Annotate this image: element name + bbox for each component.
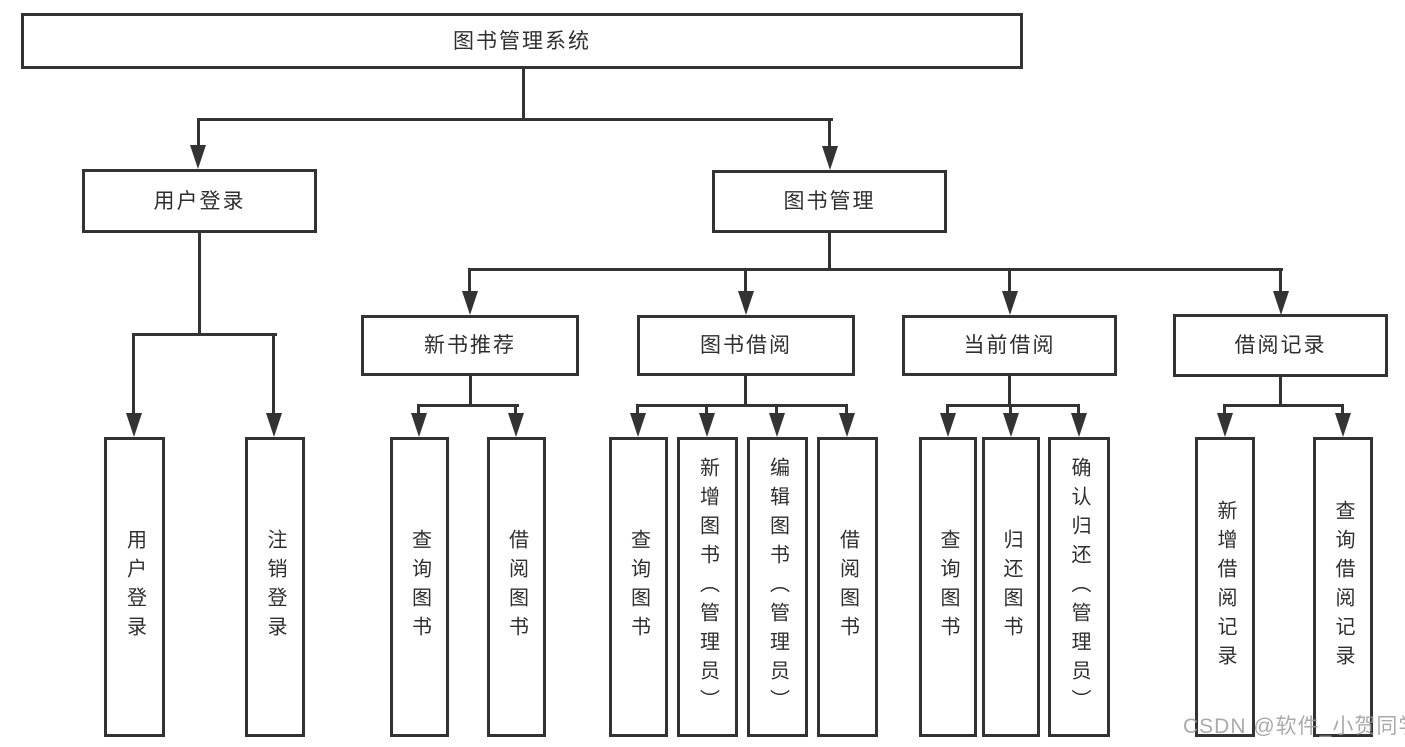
connector-line <box>197 118 200 146</box>
node-label: 查询图书 <box>408 529 431 645</box>
leaf-user-login: 用户登录 <box>104 437 165 737</box>
node-label: 确认归还（管理员） <box>1068 456 1090 718</box>
connector-line <box>1341 404 1344 415</box>
arrow-down-icon <box>508 413 524 437</box>
arrow-down-icon <box>190 145 206 169</box>
leaf-query-books-current: 查询图书 <box>919 437 977 737</box>
leaf-query-books-borrow: 查询图书 <box>609 437 668 737</box>
arrow-down-icon <box>630 413 646 437</box>
csdn-watermark: CSDN @软件_小贺同学 <box>1183 715 1405 738</box>
leaf-edit-books-admin: 编辑图书（管理员） <box>747 437 808 737</box>
leaf-borrow-books: 借阅图书 <box>817 437 878 737</box>
arrow-down-icon <box>1003 413 1019 437</box>
connector-line <box>946 404 1080 407</box>
arrow-down-icon <box>126 413 142 437</box>
connector-line <box>514 404 517 415</box>
connector-line <box>469 268 1283 271</box>
leaf-query-books-recommend: 查询图书 <box>390 437 449 737</box>
connector-line <box>132 333 135 415</box>
arrow-down-icon <box>1335 413 1351 437</box>
connector-line <box>1223 404 1226 415</box>
node-label: 新增借阅记录 <box>1214 500 1236 674</box>
connector-line <box>1009 404 1012 415</box>
connector-line <box>705 404 708 415</box>
arrow-down-icon <box>1273 291 1289 315</box>
node-label: 图书管理系统 <box>453 29 591 53</box>
node-new-book-recommend: 新书推荐 <box>361 315 579 376</box>
leaf-add-books-admin: 新增图书（管理员） <box>677 437 738 737</box>
node-label: 用户登录 <box>123 529 146 645</box>
node-label: 用户登录 <box>153 189 246 213</box>
arrow-down-icon <box>940 413 956 437</box>
connector-line <box>417 404 519 407</box>
node-label: 注销登录 <box>264 529 286 645</box>
connector-line <box>469 376 472 406</box>
node-label: 图书管理 <box>783 190 876 213</box>
leaf-logout: 注销登录 <box>245 437 305 737</box>
arrow-down-icon <box>1071 413 1087 437</box>
node-label: 新书推荐 <box>424 334 516 357</box>
connector-line <box>845 404 848 415</box>
connector-line <box>1077 404 1080 415</box>
leaf-add-borrow-record: 新增借阅记录 <box>1195 437 1255 737</box>
connector-line <box>197 118 833 121</box>
node-label: 借阅图书 <box>836 529 859 645</box>
arrow-down-icon <box>462 291 478 315</box>
arrow-down-icon <box>839 413 855 437</box>
connector-line <box>417 404 420 415</box>
arrow-down-icon <box>822 146 838 170</box>
arrow-down-icon <box>738 291 754 315</box>
connector-line <box>132 333 277 336</box>
node-label: 编辑图书（管理员） <box>766 456 789 718</box>
node-label: 查询借阅记录 <box>1332 500 1354 674</box>
connector-line <box>946 404 949 415</box>
connector-line <box>1223 404 1344 407</box>
connector-line <box>828 118 831 147</box>
node-borrow-record: 借阅记录 <box>1173 314 1388 377</box>
node-label: 图书借阅 <box>700 334 792 357</box>
connector-line <box>744 376 747 406</box>
leaf-borrow-books-recommend: 借阅图书 <box>487 437 546 737</box>
node-book-management: 图书管理 <box>712 170 947 233</box>
leaf-return-books: 归还图书 <box>982 437 1040 737</box>
arrow-down-icon <box>266 413 282 437</box>
arrow-down-icon <box>769 413 785 437</box>
connector-line <box>828 233 831 270</box>
arrow-down-icon <box>411 413 427 437</box>
arrow-down-icon <box>1002 291 1018 315</box>
connector-line <box>272 333 275 415</box>
node-label: 借阅记录 <box>1234 334 1327 357</box>
node-current-borrow: 当前借阅 <box>902 315 1117 376</box>
connector-line <box>468 268 471 292</box>
connector-line <box>744 268 747 292</box>
leaf-confirm-return-admin: 确认归还（管理员） <box>1048 437 1110 737</box>
node-root-library-system: 图书管理系统 <box>21 13 1023 69</box>
connector-line <box>1008 268 1011 292</box>
node-label: 归还图书 <box>1000 529 1022 645</box>
node-user-login: 用户登录 <box>82 169 317 233</box>
connector-line <box>522 69 525 120</box>
connector-line <box>198 233 201 335</box>
connector-line <box>775 404 778 415</box>
connector-line <box>1008 376 1011 406</box>
leaf-query-borrow-record: 查询借阅记录 <box>1313 437 1373 737</box>
node-label: 查询图书 <box>937 529 959 645</box>
node-label: 查询图书 <box>627 529 650 645</box>
arrow-down-icon <box>699 413 715 437</box>
node-label: 当前借阅 <box>963 334 1056 357</box>
node-label: 新增图书（管理员） <box>696 456 719 718</box>
node-book-borrow: 图书借阅 <box>637 315 855 376</box>
connector-line <box>1279 268 1282 292</box>
connector-line <box>636 404 848 407</box>
connector-line <box>1279 377 1282 406</box>
connector-line <box>636 404 639 415</box>
arrow-down-icon <box>1217 413 1233 437</box>
node-label: 借阅图书 <box>505 529 528 645</box>
